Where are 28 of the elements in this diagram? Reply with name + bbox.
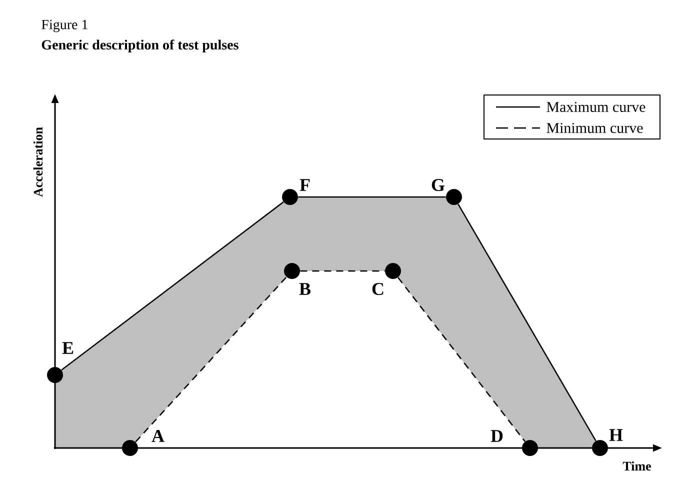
curve-segment	[300, 270, 385, 272]
point-label: H	[609, 429, 623, 441]
curve-segment	[298, 196, 446, 198]
point-dot	[446, 189, 462, 205]
point-dot	[592, 440, 608, 456]
point-dot	[284, 263, 300, 279]
figure-caption: Generic description of test pulses	[42, 40, 238, 52]
point-dot	[47, 367, 63, 383]
point-label: A	[152, 430, 164, 442]
axis-label: Time	[622, 461, 651, 471]
point-label: E	[62, 342, 74, 354]
curve-segment	[61, 201, 284, 371]
curve-segment	[135, 276, 287, 442]
point-label: G	[432, 178, 445, 192]
legend-label: Maximum curve	[546, 102, 646, 112]
point-dot	[282, 189, 298, 205]
curve-segment	[458, 204, 596, 442]
legend-label: Minimum curve	[546, 122, 643, 134]
point-dot	[122, 440, 138, 456]
axis-label: Acceleration	[33, 127, 43, 197]
point-label: C	[372, 282, 384, 296]
point-label: F	[300, 179, 310, 191]
point-dot	[522, 440, 538, 456]
point-label: D	[490, 430, 503, 442]
curve-segment	[398, 277, 526, 442]
point-dot	[385, 263, 401, 279]
figure-title: Figure 1	[42, 20, 88, 32]
point-label: B	[299, 283, 310, 295]
